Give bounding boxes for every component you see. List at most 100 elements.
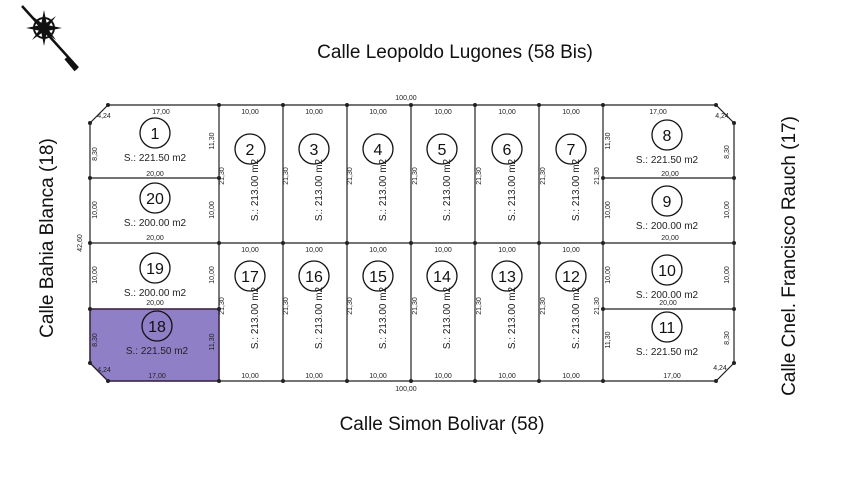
lot-11[interactable]: 11S.: 221.50 m2 [636,311,699,358]
dimension-label: 21,30 [347,167,354,185]
dimension-label: 10,00 [209,266,216,284]
lot-4[interactable]: 4S.: 213.00 m2 [362,133,394,221]
dimension-label: 10,00 [92,266,99,284]
dimension-label: 10,00 [209,201,216,219]
dimension-label: 10,00 [305,247,323,254]
dimension-label: 21,30 [594,297,601,315]
dimension-label: 10,00 [605,201,612,219]
survey-points [88,103,736,383]
lot-area: S.: 213.00 m2 [250,286,261,349]
dimension-label: 10,00 [369,109,387,116]
lot-number-circle [426,260,458,292]
lot-number-circle [426,133,458,165]
lot-18[interactable]: 18S.: 221.50 m2 [126,310,189,357]
lot-12[interactable]: 12S.: 213.00 m2 [555,260,587,349]
lot-area: S.: 213.00 m2 [442,158,453,221]
lot-number: 7 [567,142,576,159]
lot-area: S.: 200.00 m2 [636,290,699,301]
lot-area: S.: 213.00 m2 [314,286,325,349]
dimension-label: 4,24 [713,365,727,372]
lot-number-circle [491,133,523,165]
street-right: Calle Cnel. Francisco Rauch (17) [779,116,800,396]
lot-number-circle [651,185,683,217]
lot-number: 8 [663,128,672,145]
lot-number-circle [362,260,394,292]
lot-number-circle [139,182,171,214]
lot-5[interactable]: 5S.: 213.00 m2 [426,133,458,221]
lot-number: 5 [438,142,447,159]
dimension-label: 10,00 [241,247,259,254]
lot-number: 16 [305,269,323,286]
lot-number: 2 [246,142,255,159]
dimension-label: 17,00 [148,373,166,380]
lot-area: S.: 221.50 m2 [126,346,189,357]
street-top: Calle Leopoldo Lugones (58 Bis) [317,42,593,63]
dimension-label: 17,00 [152,109,170,116]
dimension-label: 4,24 [97,113,111,120]
lot-19[interactable]: 19S.: 200.00 m2 [124,252,187,299]
street-left: Calle Bahia Blanca (18) [37,138,58,338]
dimension-label: 21,30 [283,167,290,185]
dimension-label: 10,00 [498,109,516,116]
lot-1[interactable]: 1S.: 221.50 m2 [124,117,187,164]
dimension-label: 21,30 [219,167,226,185]
dimension-label: 10,00 [724,201,731,219]
lot-area: S.: 213.00 m2 [507,158,518,221]
dimension-label: 21,30 [412,297,419,315]
lot-2[interactable]: 2S.: 213.00 m2 [234,133,266,221]
lot-3[interactable]: 3S.: 213.00 m2 [298,133,330,221]
lot-number: 18 [148,319,166,336]
lot-20[interactable]: 20S.: 200.00 m2 [124,182,187,229]
lot-13[interactable]: 13S.: 213.00 m2 [491,260,523,349]
lot-number-circle [491,260,523,292]
lot-area: S.: 221.50 m2 [636,347,699,358]
dimension-label: 21,30 [283,297,290,315]
dimension-label: 20,00 [146,235,164,242]
lot-7[interactable]: 7S.: 213.00 m2 [555,133,587,221]
lot-number-circle [362,133,394,165]
lot-17[interactable]: 17S.: 213.00 m2 [234,260,266,349]
total-depth: 42,60 [77,234,84,252]
dimension-label: 10,00 [305,109,323,116]
lot-15[interactable]: 15S.: 213.00 m2 [362,260,394,349]
dimension-label: 21,30 [476,167,483,185]
dimension-label: 21,30 [219,297,226,315]
lot-number-circle [651,311,683,343]
lot-area: S.: 213.00 m2 [571,286,582,349]
lot-16[interactable]: 16S.: 213.00 m2 [298,260,330,349]
dimension-label: 10,00 [241,373,259,380]
dimension-label: 10,00 [562,247,580,254]
lot-14[interactable]: 14S.: 213.00 m2 [426,260,458,349]
lot-number-circle [139,252,171,284]
lot-area: S.: 213.00 m2 [571,158,582,221]
dimension-label: 11,30 [209,132,216,149]
dimension-label: 4,24 [715,113,729,120]
lot-number: 12 [562,269,580,286]
dimension-label: 10,00 [498,247,516,254]
lot-number-circle [141,310,173,342]
dimension-label: 20,00 [146,171,164,178]
lot-number-circle [298,260,330,292]
lot-number-circle [555,260,587,292]
lot-9[interactable]: 9S.: 200.00 m2 [636,185,699,232]
lot-6[interactable]: 6S.: 213.00 m2 [491,133,523,221]
lot-area: S.: 200.00 m2 [124,218,187,229]
dimension-label: 10,00 [241,109,259,116]
dimension-label: 10,00 [434,247,452,254]
total-width-top: 100,00 [395,95,417,102]
dimension-label: 21,30 [540,167,547,185]
dimension-label: 8,30 [724,145,731,159]
dimension-label: 10,00 [434,373,452,380]
lot-8[interactable]: 8S.: 221.50 m2 [636,119,699,166]
dimension-label: 4,24 [97,367,111,374]
lot-area: S.: 200.00 m2 [636,221,699,232]
lot-area: S.: 200.00 m2 [124,288,187,299]
lot-area: S.: 221.50 m2 [124,153,187,164]
lot-10[interactable]: 10S.: 200.00 m2 [636,254,699,301]
dimension-label: 20,00 [661,235,679,242]
dimension-label: 10,00 [92,201,99,219]
dimension-label: 11,30 [605,132,612,149]
lot-area: S.: 213.00 m2 [314,158,325,221]
